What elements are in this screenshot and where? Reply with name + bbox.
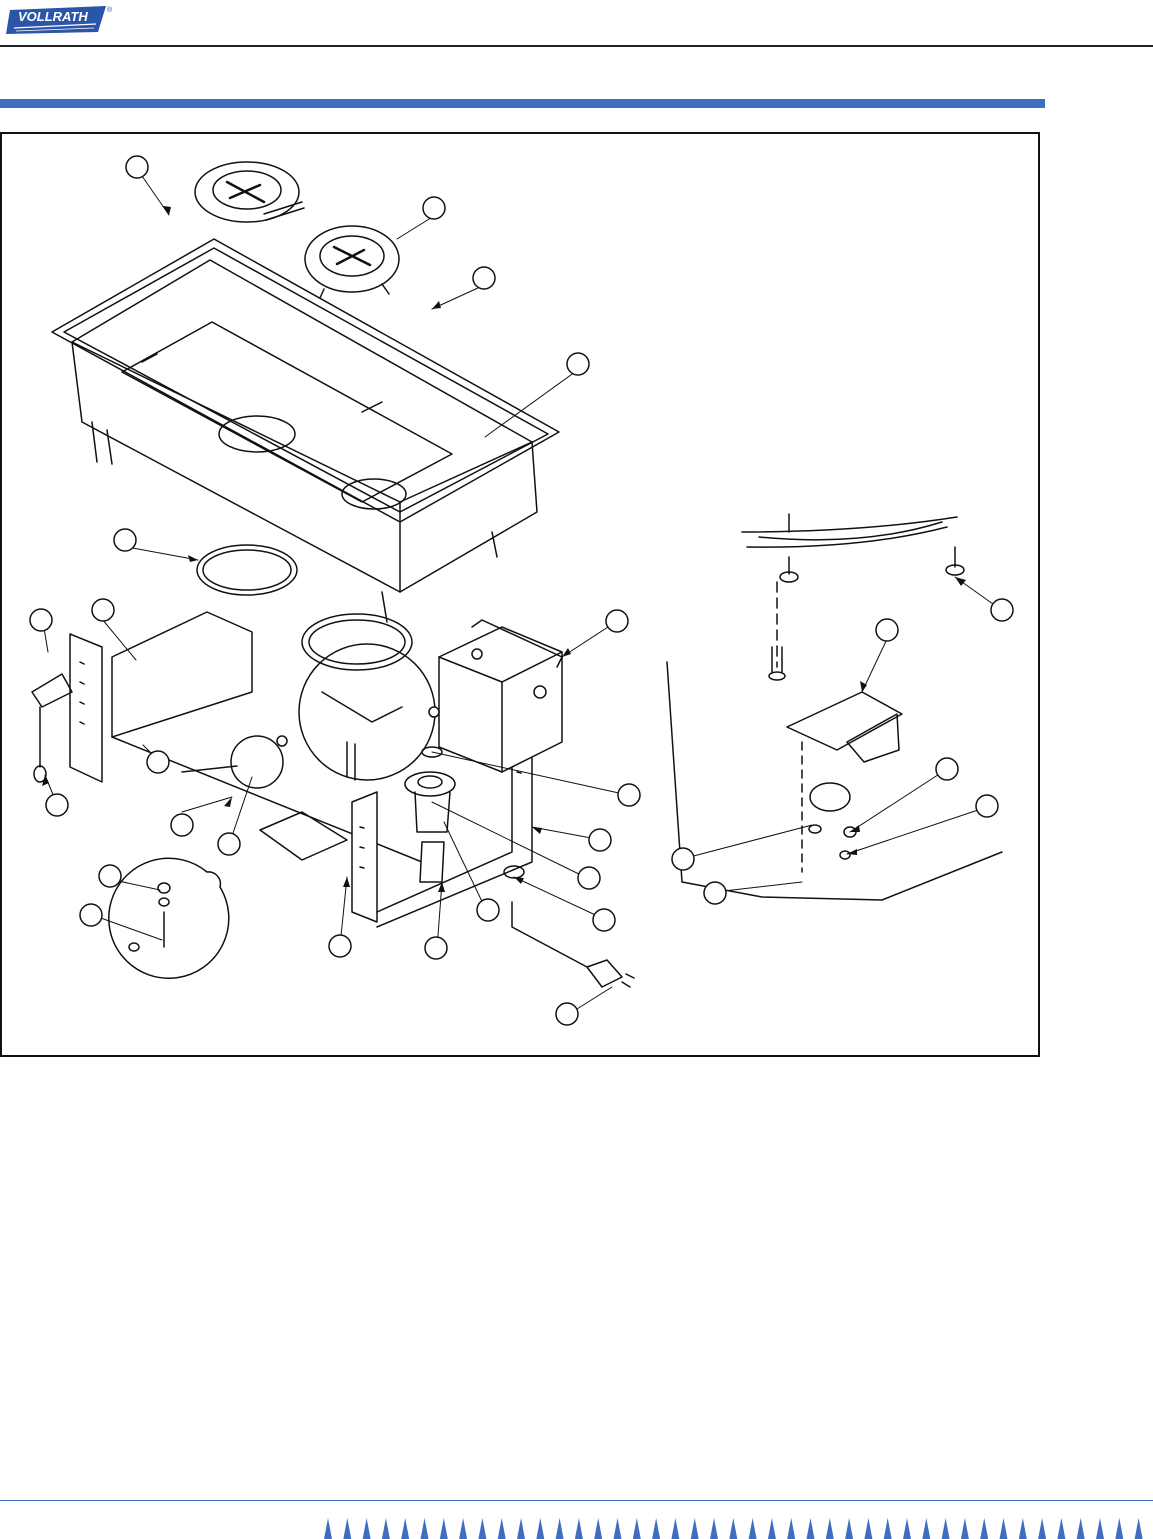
callout-balloon [46,794,68,816]
footer-triangle [1135,1518,1143,1539]
footer-triangle [864,1518,872,1539]
footer-triangle [807,1518,815,1539]
header-rule [0,45,1153,47]
footer-triangle [498,1518,506,1539]
footer-triangle [980,1518,988,1539]
heating-element-left [197,545,297,595]
callout-balloon [80,904,102,926]
callout-dot [429,707,439,717]
drain-fitting [405,747,455,882]
footer-triangle [845,1518,853,1539]
footer-triangle [652,1518,660,1539]
drain-tray [260,812,347,860]
footer-triangle [961,1518,969,1539]
footer-triangle [787,1518,795,1539]
footer-triangle [1077,1518,1085,1539]
footer-triangle [421,1518,429,1539]
footer-triangle [710,1518,718,1539]
callout-balloon [618,784,640,806]
power-cord [504,866,634,987]
callout-balloon [423,197,445,219]
callout-balloon [477,899,499,921]
footer-triangle [884,1518,892,1539]
footer-triangle [922,1518,930,1539]
left-bracket-assembly [32,612,442,862]
lid-left [195,162,304,222]
detail-thermostat-view [667,514,1002,900]
callout-balloon [589,829,611,851]
footer-triangle [671,1518,679,1539]
footer-triangle [691,1518,699,1539]
footer-triangle [614,1518,622,1539]
footer-triangle [633,1518,641,1539]
callout-balloon [147,751,169,773]
callout-balloon [556,1003,578,1025]
footer-triangle [382,1518,390,1539]
hot-well-pan [52,239,559,622]
callout-balloon [425,937,447,959]
callout-balloon [578,867,600,889]
heating-element-right [302,614,412,670]
callout-balloon [593,909,615,931]
callout-balloon [99,865,121,887]
vollrath-logo: VOLLRATH ® [6,2,118,38]
footer-triangle [942,1518,950,1539]
callout-balloon [126,156,148,178]
footer-triangle [1115,1518,1123,1539]
logo-text: VOLLRATH [18,9,88,24]
footer-rule [0,1500,1153,1501]
footer-triangle [401,1518,409,1539]
callout-balloon [218,833,240,855]
exploded-parts-diagram [2,134,1042,1059]
footer-triangle [768,1518,776,1539]
detail-circle-bottom-left [109,858,229,978]
footer-triangle [324,1518,332,1539]
callout-balloon [991,599,1013,621]
registered-mark: ® [107,6,113,14]
callout-balloon [567,353,589,375]
callout-balloon [329,935,351,957]
footer-triangle [594,1518,602,1539]
footer-triangle [729,1518,737,1539]
callout-balloon [92,599,114,621]
footer-triangle [363,1518,371,1539]
callout-balloon [606,610,628,632]
footer-triangle [575,1518,583,1539]
section-bar [0,99,1045,108]
control-box [439,620,562,772]
callout-balloon [936,758,958,780]
lid-right [305,226,399,298]
footer-triangle [749,1518,757,1539]
callout-balloon [704,882,726,904]
footer-triangle [440,1518,448,1539]
detail-circle-small [182,736,287,788]
footer-triangle [459,1518,467,1539]
footer-triangle [1019,1518,1027,1539]
footer-triangle [343,1518,351,1539]
callout-balloon [672,848,694,870]
footer-triangle [536,1518,544,1539]
parts-diagram-frame [0,132,1040,1057]
footer-triangle [1038,1518,1046,1539]
callout-balloon [171,814,193,836]
detail-circle-center [299,644,435,780]
callout-balloon [876,619,898,641]
footer-triangle [826,1518,834,1539]
footer-triangle [556,1518,564,1539]
footer-triangle [517,1518,525,1539]
footer-triangle [478,1518,486,1539]
callout-balloon [30,609,52,631]
callout-balloon [114,529,136,551]
footer-triangle-pattern [322,1518,1153,1539]
footer-triangle [1000,1518,1008,1539]
callout-balloon [976,795,998,817]
footer-triangle [1096,1518,1104,1539]
footer-triangle [903,1518,911,1539]
footer-triangle [1057,1518,1065,1539]
callout-balloon [473,267,495,289]
